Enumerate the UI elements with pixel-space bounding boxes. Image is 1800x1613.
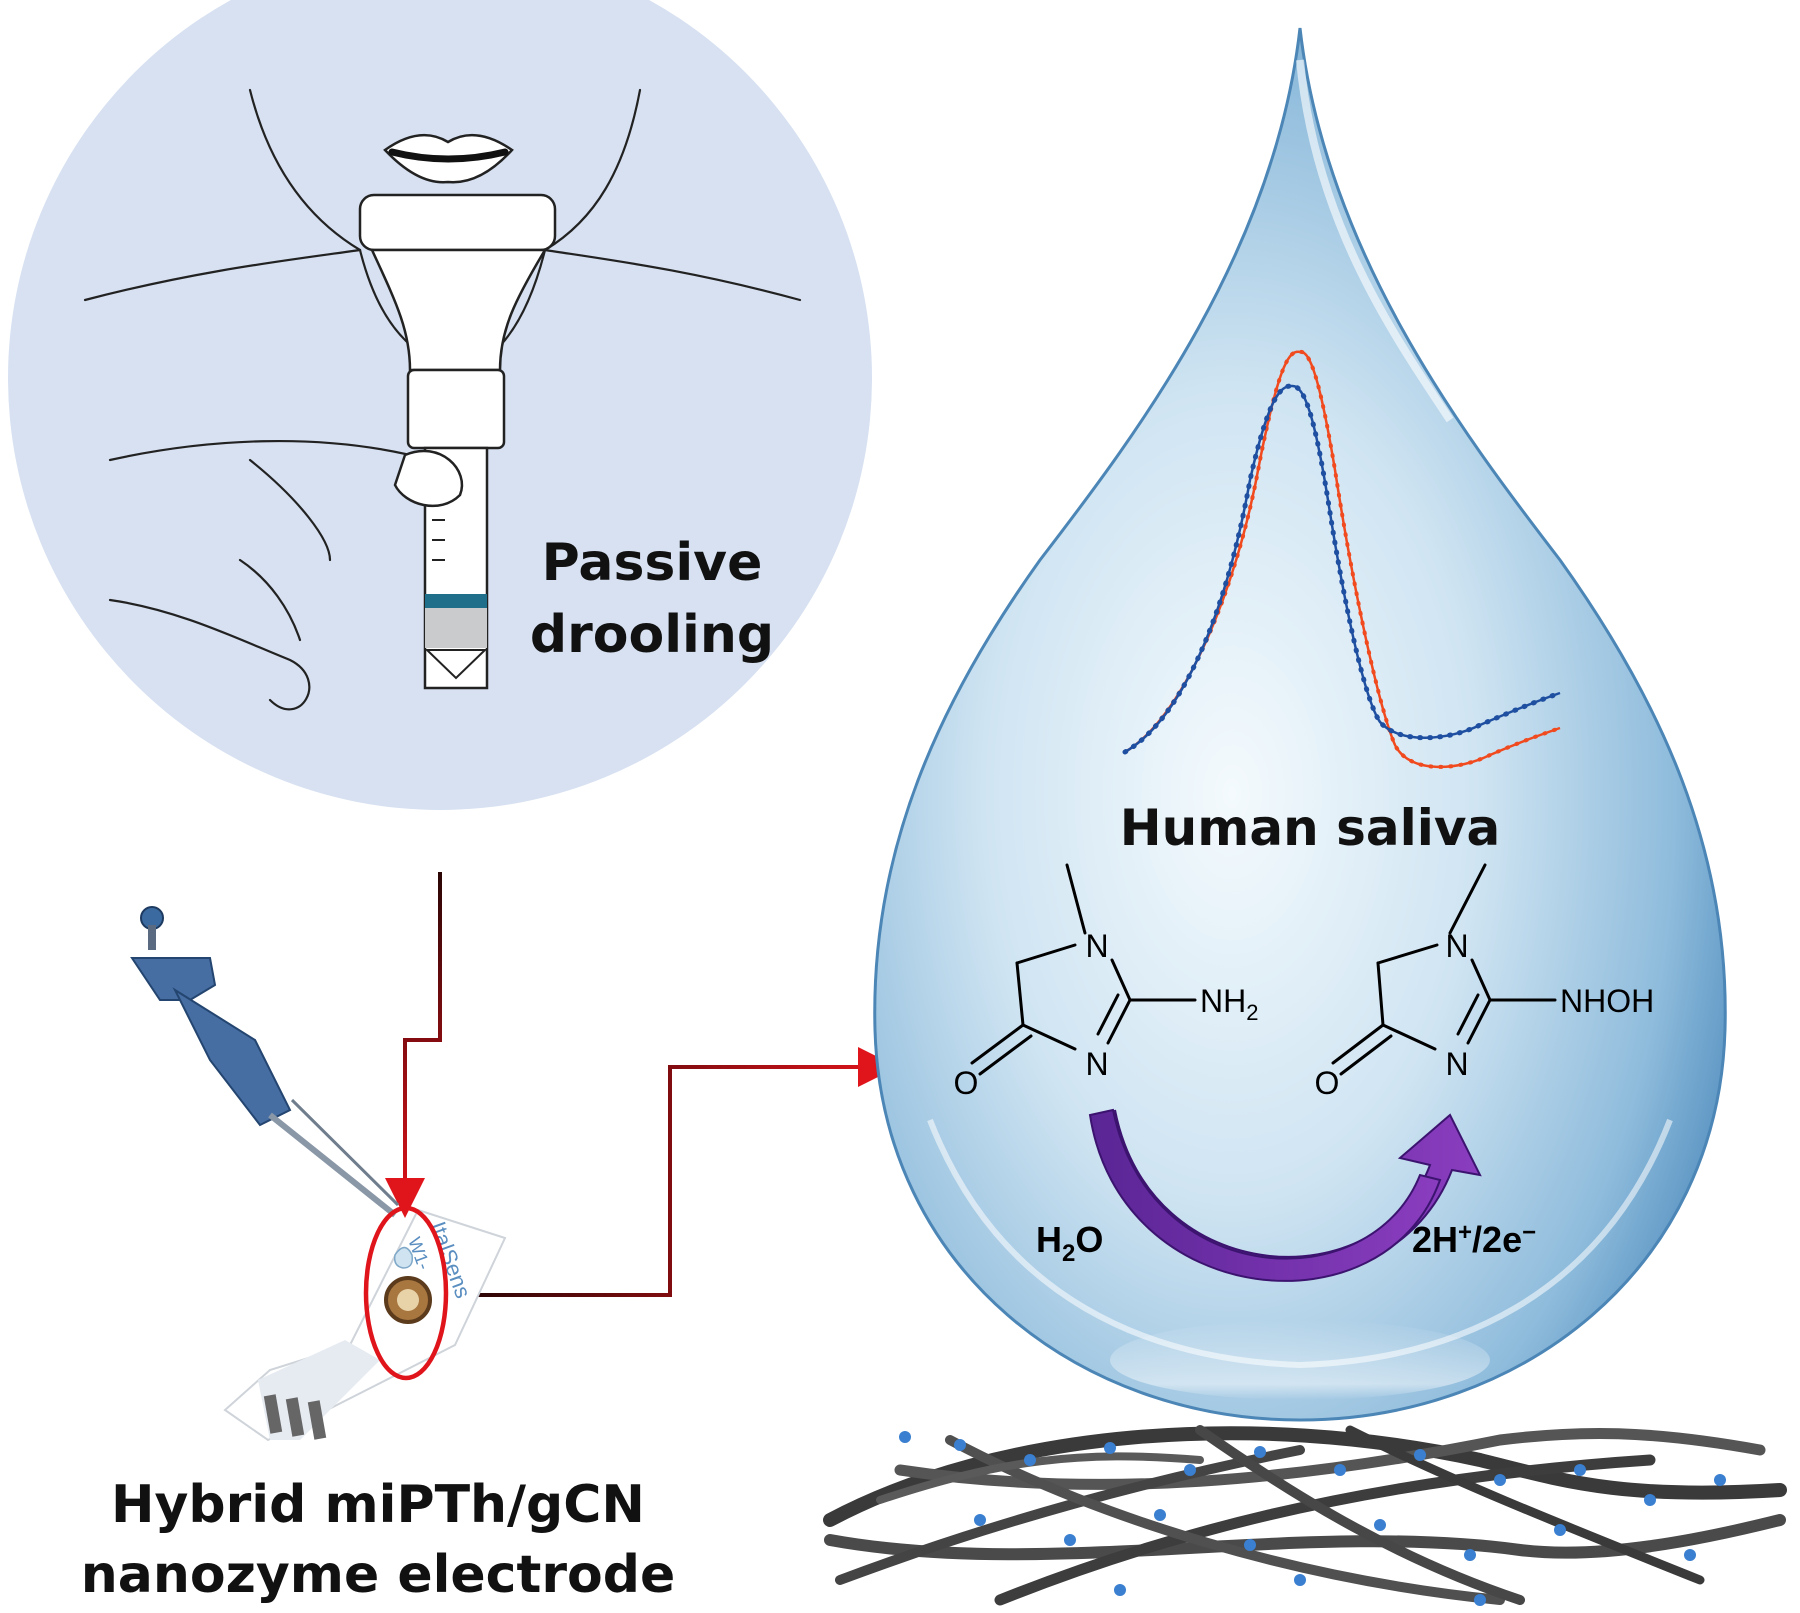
saliva-drop: [873, 27, 1727, 1422]
electrode-label-line2: nanozyme electrode: [81, 1545, 675, 1605]
left-o: O: [954, 1065, 979, 1101]
passive-drooling-panel: Passive drooling: [8, 0, 872, 810]
product-label: 2H+/2e−: [1412, 1219, 1536, 1260]
left-group: NH2: [1200, 983, 1258, 1025]
right-n2: N: [1445, 1046, 1468, 1082]
molecule-right: N N O NHOH: [1315, 863, 1654, 1101]
electrode-highlight-ring: [363, 1205, 449, 1381]
right-group: NHOH: [1560, 983, 1654, 1019]
arrow-circle-to-electrode: [385, 872, 442, 1218]
water-drop-icon: [873, 27, 1727, 1422]
right-n1: N: [1445, 928, 1468, 964]
connector-arrows: [385, 872, 898, 1297]
reactant-label: H2O: [1036, 1219, 1103, 1267]
collection-tube-icon: [358, 193, 557, 690]
electrode-strip-icon: ItalSens W1-: [223, 1205, 507, 1442]
voltammogram: [1122, 349, 1563, 769]
left-n1: N: [1085, 928, 1108, 964]
molecule-left: N N O NH2: [954, 863, 1258, 1101]
pipette-icon: [130, 906, 400, 1218]
right-o: O: [1315, 1065, 1340, 1101]
human-saliva-label: Human saliva: [1120, 799, 1500, 857]
electrode-label-line1: Hybrid miPTh/gCN: [111, 1475, 645, 1535]
nanofiber-mesh-icon: [823, 1425, 1787, 1606]
passive-label-line2: drooling: [530, 605, 774, 665]
reaction-arrow-icon: [1088, 1108, 1482, 1282]
passive-label-line1: Passive: [542, 533, 763, 593]
left-n2: N: [1085, 1046, 1108, 1082]
arrow-electrode-to-drop: [470, 1047, 898, 1297]
